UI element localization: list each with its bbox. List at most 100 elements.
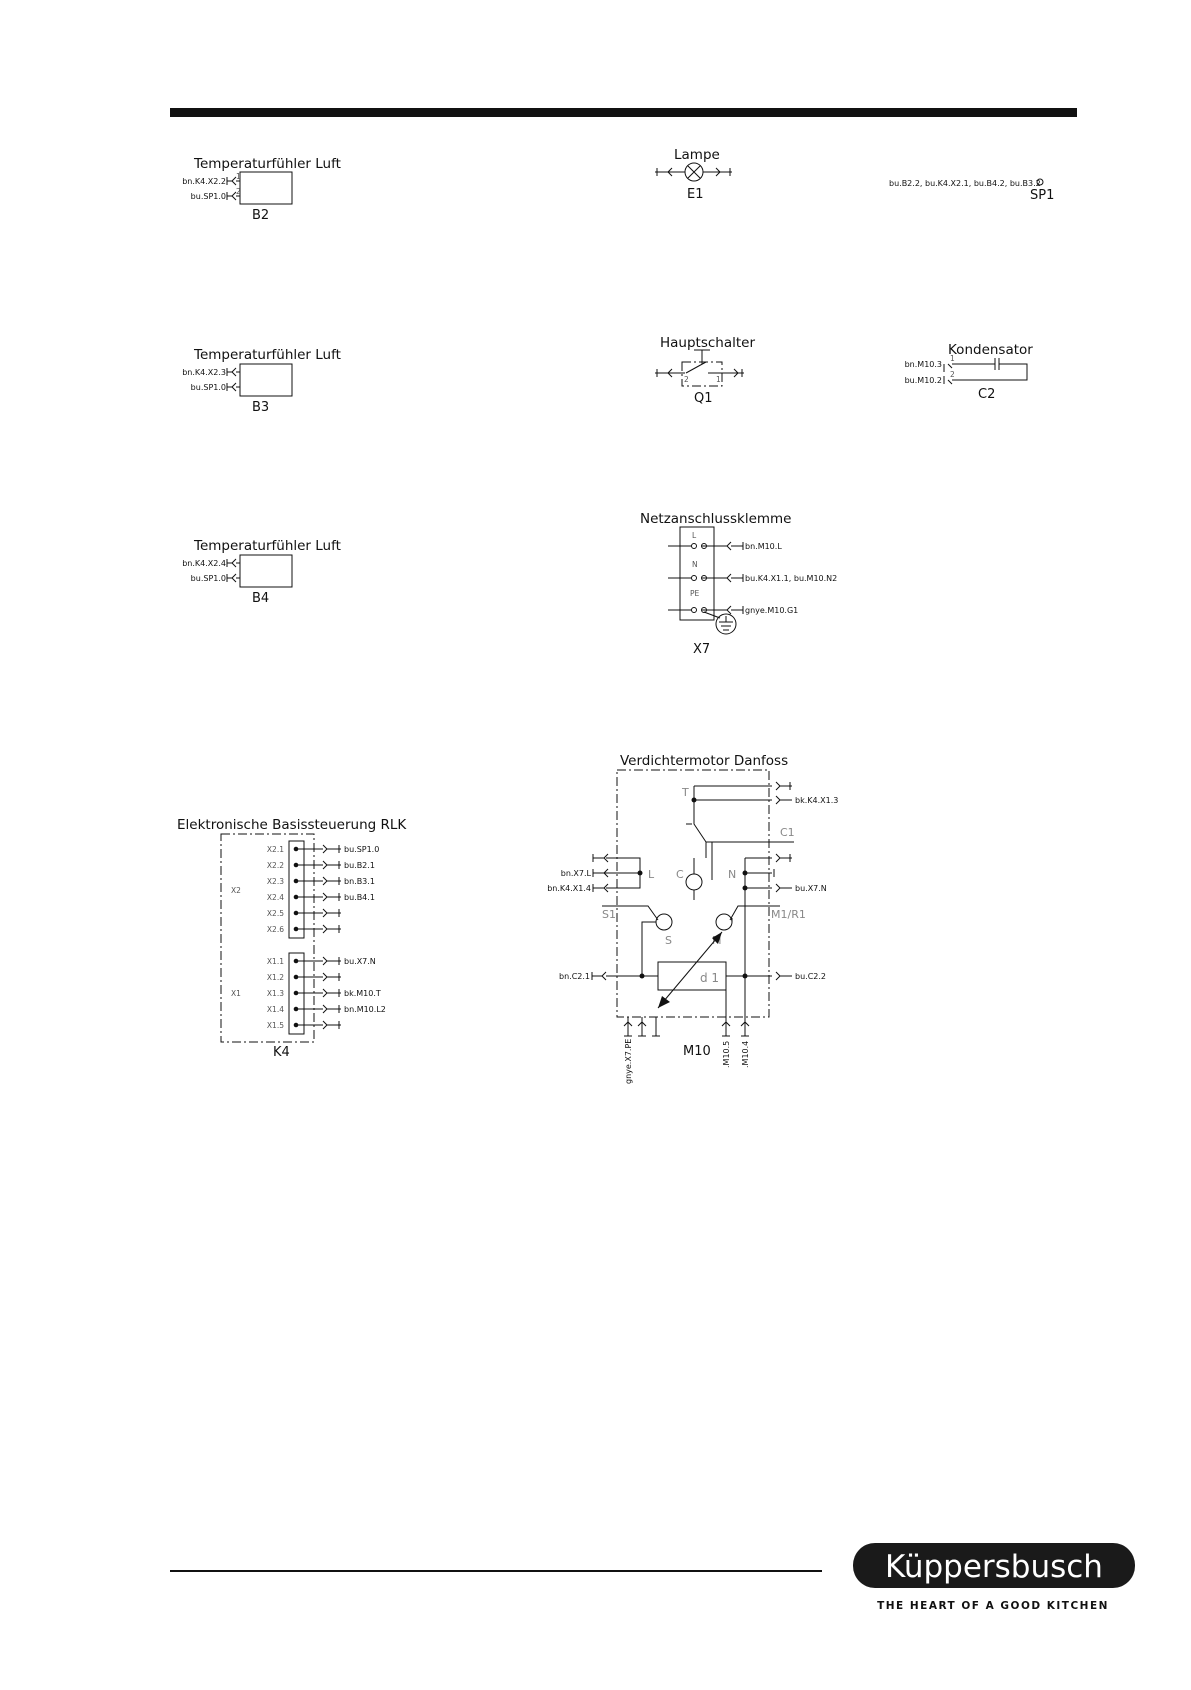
k4-row: X1.5 — [267, 1020, 341, 1030]
k4-row: X2.5 — [267, 908, 341, 918]
sensor-b3: Temperaturfühler Luft bn.K4.X2.3 bu.SP1.… — [182, 347, 341, 415]
k4-row: X1.3 bk.M10.T — [267, 988, 381, 998]
k4-row: X2.6 — [267, 924, 341, 934]
brand-name: Küppersbusch — [885, 1549, 1103, 1585]
svg-text:1: 1 — [950, 354, 955, 363]
svg-text:1: 1 — [716, 375, 721, 384]
logo-badge — [853, 1543, 1135, 1588]
m10-wire-m105: .M10.5 — [722, 1041, 731, 1068]
k4-pin-label: X2.6 — [267, 925, 284, 934]
m10-wire-c22: bu.C2.2 — [795, 972, 826, 981]
k4-pin-label: X1.5 — [267, 1021, 284, 1030]
b4-wire-2: bu.SP1.0 — [191, 574, 226, 583]
k4-row: X2.2 bu.B2.1 — [267, 860, 375, 870]
k4-pin-label: X1.1 — [267, 957, 284, 966]
footer-rule — [170, 1570, 822, 1572]
x7-wire-l: bn.M10.L — [745, 542, 782, 551]
m10-label-c: C — [676, 868, 684, 881]
k4-row: X1.1 bu.X7.N — [267, 956, 376, 966]
m10-label-m1r1: M1/R1 — [771, 908, 806, 921]
brand-logo: Küppersbusch — [853, 1543, 1135, 1588]
k4-pin-label: X2.1 — [267, 845, 284, 854]
x7-terminal-l: L — [692, 531, 697, 540]
m10-wire-k4: bk.K4.X1.3 — [795, 796, 838, 805]
controller-k4: Elektronische Basissteuerung RLK X2 X1 X… — [177, 817, 407, 1060]
b3-id: B3 — [252, 400, 269, 415]
b3-title: Temperaturfühler Luft — [193, 347, 341, 363]
b4-wire-1: bn.K4.X2.4 — [182, 559, 226, 568]
k4-row: X2.3 bn.B3.1 — [267, 876, 375, 886]
m10-label-s: S — [665, 934, 672, 947]
c2-title: Kondensator — [948, 342, 1033, 358]
terminal-x7: Netzanschlussklemme L N PE bn.M10.L bu.K… — [640, 511, 837, 657]
k4-title: Elektronische Basissteuerung RLK — [177, 817, 407, 833]
k4-group-x2: X2 — [231, 886, 241, 895]
b2-wire-1: bn.K4.X2.2 — [182, 177, 226, 186]
k4-pin-label: X2.2 — [267, 861, 284, 870]
compressor-m10: Verdichtermotor Danfoss T bk.K4.X1.3 C1 … — [547, 753, 838, 1084]
b4-title: Temperaturfühler Luft — [193, 538, 341, 554]
k4-wire-label: bu.X7.N — [344, 957, 376, 966]
m10-label-c1: C1 — [780, 826, 795, 839]
b3-wire-1: bn.K4.X2.3 — [182, 368, 226, 377]
capacitor-c2: Kondensator 12 bn.M10.3 bu.M10.2 C2 — [905, 342, 1034, 402]
svg-text:2: 2 — [684, 375, 689, 384]
k4-wire-label: bu.SP1.0 — [344, 845, 379, 854]
q1-id: Q1 — [694, 391, 713, 406]
header-bar — [170, 108, 1077, 117]
sp1-text: bu.B2.2, bu.K4.X2.1, bu.B4.2, bu.B3.2 — [889, 179, 1041, 188]
m10-label-d1: d 1 — [700, 971, 719, 985]
b2-id: B2 — [252, 208, 269, 223]
k4-row: X2.4 bu.B4.1 — [267, 892, 375, 902]
k4-row: X2.1 bu.SP1.0 — [267, 844, 379, 854]
main-switch-q1: Hauptschalter 2 1 Q1 — [655, 335, 755, 406]
k4-id: K4 — [273, 1045, 290, 1060]
b2-wire-2: bu.SP1.0 — [191, 192, 226, 201]
k4-pin-label: X2.3 — [267, 877, 284, 886]
k4-row: X1.2 — [267, 972, 341, 982]
q1-title: Hauptschalter — [660, 335, 755, 351]
k4-pin-label: X1.4 — [267, 1005, 284, 1014]
k4-group-x1: X1 — [231, 989, 241, 998]
m10-wire-k4x14: bn.K4.X1.4 — [547, 884, 591, 893]
brand-tagline: THE HEART OF A GOOD KITCHEN — [877, 1600, 1109, 1612]
c2-wire-2: bu.M10.2 — [905, 376, 942, 385]
svg-text:2: 2 — [236, 187, 241, 196]
k4-pin-label: X1.3 — [267, 989, 284, 998]
b2-title: Temperaturfühler Luft — [193, 156, 341, 172]
k4-wire-label: bn.M10.L2 — [344, 1005, 386, 1014]
k4-wire-label: bu.B4.1 — [344, 893, 375, 902]
m10-wire-x7l: bn.X7.L — [561, 869, 592, 878]
sp1-id: SP1 — [1030, 188, 1054, 203]
x7-id: X7 — [693, 642, 710, 657]
svg-text:2: 2 — [950, 370, 955, 379]
m10-label-s1: S1 — [602, 908, 616, 921]
svg-text:1: 1 — [236, 172, 241, 181]
m10-wire-x7n: bu.X7.N — [795, 884, 827, 893]
x7-wire-n: bu.K4.X1.1, bu.M10.N2 — [745, 574, 837, 583]
k4-row: X1.4 bn.M10.L2 — [267, 1004, 386, 1014]
x7-title: Netzanschlussklemme — [640, 511, 791, 527]
e1-id: E1 — [687, 187, 704, 202]
m10-label-n: N — [728, 868, 736, 881]
k4-wire-label: bk.M10.T — [344, 989, 381, 998]
m10-wire-c21: bn.C2.1 — [559, 972, 590, 981]
c2-id: C2 — [978, 387, 995, 402]
sensor-b2: Temperaturfühler Luft 1 2 bn.K4.X2.2 bu.S… — [182, 156, 341, 223]
m10-id: M10 — [683, 1044, 711, 1059]
m10-wire-m104: .M10.4 — [741, 1041, 750, 1068]
k4-wire-label: bn.B3.1 — [344, 877, 375, 886]
k4-wire-label: bu.B2.1 — [344, 861, 375, 870]
sensor-b4: Temperaturfühler Luft bn.K4.X2.4 bu.SP1.… — [182, 538, 341, 606]
x7-terminal-pe: PE — [690, 589, 700, 598]
k4-pin-label: X2.4 — [267, 893, 284, 902]
x7-wire-pe: gnye.M10.G1 — [745, 606, 798, 615]
m10-label-t: T — [681, 786, 689, 799]
x7-terminal-n: N — [692, 560, 698, 569]
k4-pin-label: X1.2 — [267, 973, 284, 982]
b4-id: B4 — [252, 591, 269, 606]
m10-label-l: L — [648, 868, 655, 881]
splice-sp1: bu.B2.2, bu.K4.X2.1, bu.B4.2, bu.B3.2 SP… — [889, 178, 1054, 203]
